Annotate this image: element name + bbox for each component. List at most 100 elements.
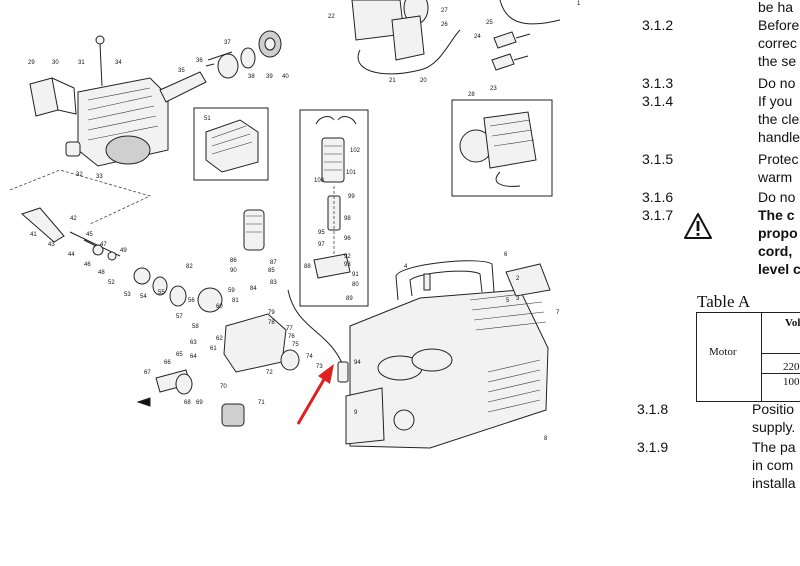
part-number-label: 54	[140, 294, 147, 300]
part-number-label: 102	[350, 148, 361, 154]
warning-triangle-icon	[684, 213, 712, 239]
section-number: 3.1.6	[642, 189, 674, 205]
part-number-label: 20	[420, 78, 427, 84]
part-number-label: 42	[70, 216, 77, 222]
part-number-label: 90	[230, 268, 237, 274]
part-number-label: 60	[216, 304, 223, 310]
part-number-label: 1	[577, 1, 581, 7]
table-title: Table A	[697, 292, 751, 311]
part-number-label: 55	[158, 290, 165, 296]
part-number-label: 100	[314, 178, 325, 184]
part-number-label: 3	[516, 296, 520, 302]
shaft-parts	[159, 30, 282, 103]
part-number-label: 73	[316, 364, 323, 370]
part-number-label: 71	[258, 400, 265, 406]
part-number-label: 77	[286, 326, 293, 332]
part-number-label: 23	[490, 86, 497, 92]
part-number-label: 63	[190, 340, 197, 346]
section-text-line: handle	[758, 129, 800, 145]
section-text-line: in com	[752, 457, 794, 473]
part-number-label: 31	[78, 60, 85, 66]
part-number-label: 76	[288, 334, 295, 340]
section-text-line: If you	[758, 93, 793, 109]
part-number-label: 101	[346, 170, 357, 176]
part-number-label: 94	[354, 360, 361, 366]
section-number: 3.1.9	[637, 439, 669, 455]
part-number-label: 28	[468, 92, 475, 98]
part-number-label: 57	[176, 314, 183, 320]
part-number-label: 51	[204, 116, 211, 122]
part-number-label: 37	[224, 40, 231, 46]
part-number-label: 88	[304, 264, 311, 270]
part-number-label: 85	[268, 268, 275, 274]
part-number-label: 30	[52, 60, 59, 66]
section-text-line: propo	[758, 225, 798, 241]
cable-plugs	[491, 31, 531, 71]
part-number-label: 53	[124, 292, 131, 298]
section-text-line: The pa	[752, 439, 796, 455]
part-number-label: 8	[544, 436, 548, 442]
part-number-label: 38	[248, 74, 255, 80]
section-text-line: Do no	[758, 75, 796, 91]
part-number-label: 22	[328, 14, 335, 20]
linkage-parts	[9, 169, 187, 407]
part-number-label: 82	[186, 264, 193, 270]
part-number-label: 29	[28, 60, 35, 66]
part-number-label: 35	[178, 68, 185, 74]
voltage-table: Motor Vol 220 100	[696, 312, 800, 402]
part-number-label: 95	[318, 230, 325, 236]
part-number-label: 46	[84, 262, 91, 268]
section-number: 3.1.3	[642, 75, 674, 91]
part-number-label: 40	[282, 74, 289, 80]
section-number: 3.1.5	[642, 151, 674, 167]
part-number-label: 92	[344, 254, 351, 260]
part-number-label: 47	[100, 242, 107, 248]
table-cell: 220	[783, 361, 800, 373]
machine-frame	[345, 260, 551, 449]
part-number-label: 78	[268, 320, 275, 326]
section-text-line: be ha	[758, 0, 794, 15]
part-number-label: 62	[216, 336, 223, 342]
filter-inset-box	[299, 109, 369, 307]
part-number-label: 9	[354, 410, 358, 416]
part-number-label: 24	[474, 34, 481, 40]
part-number-label: 59	[228, 288, 235, 294]
part-number-label: 70	[220, 384, 227, 390]
part-number-label: 89	[346, 296, 353, 302]
section-text-line: Positio	[752, 401, 795, 417]
part-number-label: 32	[76, 172, 83, 178]
part-number-label: 2	[516, 276, 520, 282]
part-number-label: 98	[344, 216, 351, 222]
part-number-label: 99	[348, 194, 355, 200]
part-number-label: 84	[250, 286, 257, 292]
part-number-label: 68	[184, 400, 191, 406]
part-number-label: 93	[344, 262, 351, 268]
part-number-label: 52	[108, 280, 115, 286]
part-number-label: 74	[306, 354, 313, 360]
part-number-label: 41	[30, 232, 37, 238]
part-number-label: 79	[268, 310, 275, 316]
section-text-line: The c	[758, 207, 795, 223]
pump-inset-box	[193, 107, 269, 181]
part-number-label: 65	[176, 352, 183, 358]
part-number-label: 7	[556, 310, 560, 316]
part-number-label: 96	[344, 236, 351, 242]
table-row-header: Motor	[709, 346, 737, 358]
section-number: 3.1.8	[637, 401, 669, 417]
part-number-label: 43	[48, 242, 55, 248]
section-text-line: Protec	[758, 151, 799, 167]
part-number-label: 75	[292, 342, 299, 348]
section-text-line: Before	[758, 17, 800, 33]
part-number-label: 36	[196, 58, 203, 64]
part-number-label: 34	[115, 60, 122, 66]
part-number-label: 81	[232, 298, 239, 304]
part-number-label: 5	[506, 298, 510, 304]
part-number-label: 26	[441, 22, 448, 28]
pump-body	[155, 209, 349, 427]
part-number-label: 66	[164, 360, 171, 366]
section-text-line: installa	[752, 475, 796, 491]
part-number-label: 67	[144, 370, 151, 376]
part-number-label: 21	[389, 78, 396, 84]
section-number: 3.1.4	[642, 93, 674, 109]
